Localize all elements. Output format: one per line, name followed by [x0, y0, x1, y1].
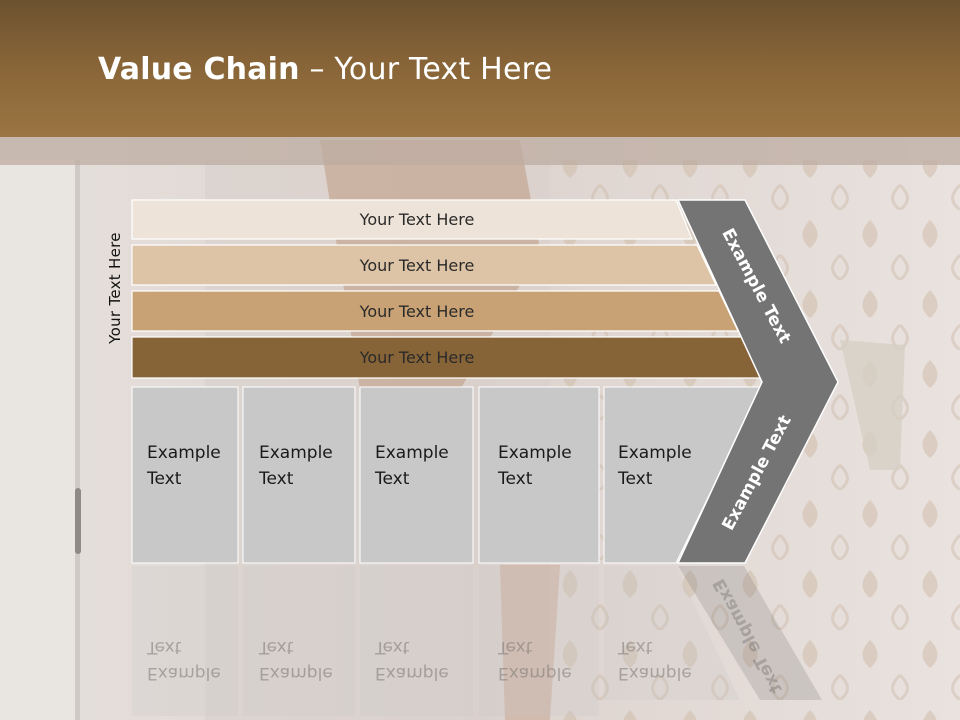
reflection — [132, 566, 822, 716]
box-reflection-3: Example Text — [375, 634, 475, 686]
box-2-reflect-line2: Text — [259, 637, 294, 657]
box-3-line2: Text — [375, 469, 410, 489]
box-reflection-4: Example Text — [498, 634, 598, 686]
box-5 — [603, 386, 763, 564]
box-3-reflect-line2: Text — [375, 637, 410, 657]
title-rest: – Your Text Here — [299, 52, 553, 87]
box-4-reflect-line1: Example — [498, 663, 572, 683]
box-1 — [131, 386, 239, 564]
box-2 — [242, 386, 356, 564]
box-4-line1: Example — [498, 443, 572, 463]
box-1-line2: Text — [147, 469, 182, 489]
box-1-line1: Example — [147, 443, 221, 463]
box-4-line2: Text — [498, 469, 533, 489]
box-5-reflect-line1: Example — [618, 663, 692, 683]
arrow-chevron — [676, 199, 839, 564]
box-4-reflect-line2: Text — [498, 637, 533, 657]
row-label-1: Your Text Here — [359, 209, 475, 229]
box-reflection-1: Example Text — [147, 634, 247, 686]
row-label-3: Your Text Here — [359, 301, 475, 321]
box-3-reflect-line1: Example — [375, 663, 449, 683]
header-strip — [0, 137, 960, 165]
box-reflection-5: Example Text — [618, 634, 718, 686]
row-label-2: Your Text Here — [359, 255, 475, 275]
box-1-reflect-line2: Text — [147, 637, 182, 657]
row-label-4: Your Text Here — [359, 347, 475, 367]
box-3 — [359, 386, 474, 564]
row-bar-2 — [131, 244, 717, 286]
box-2-reflect-line1: Example — [259, 663, 333, 683]
box-5-line2: Text — [618, 469, 653, 489]
box-4 — [478, 386, 600, 564]
box-5-line1: Example — [618, 443, 692, 463]
box-reflection-2: Example Text — [259, 634, 359, 686]
box-2-line1: Example — [259, 443, 333, 463]
box-5-reflect-line2: Text — [618, 637, 653, 657]
header-band — [0, 0, 960, 137]
slide-title: Value Chain – Your Text Here — [98, 52, 552, 87]
title-bold: Value Chain — [98, 52, 300, 87]
row-bar-1 — [131, 199, 693, 240]
side-label-text: Your Text Here — [106, 232, 124, 344]
box-1-reflect-line1: Example — [147, 663, 221, 683]
box-3-line1: Example — [375, 443, 449, 463]
box-2-line2: Text — [259, 469, 294, 489]
